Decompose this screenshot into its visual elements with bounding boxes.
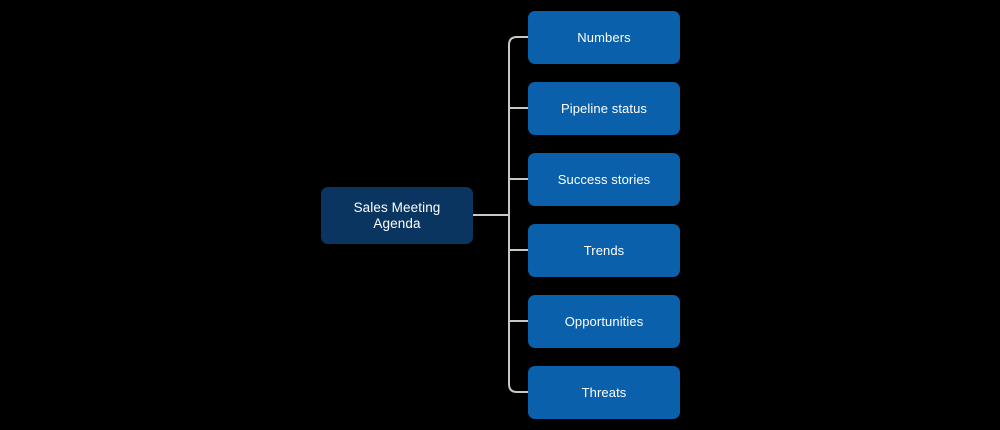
node-child-success-stories[interactable]: Success stories: [528, 153, 680, 206]
node-child-opportunities[interactable]: Opportunities: [528, 295, 680, 348]
node-child-label: Pipeline status: [560, 100, 648, 116]
connector-branch-1: [508, 36, 528, 46]
node-child-label: Opportunities: [564, 313, 644, 329]
node-child-numbers[interactable]: Numbers: [528, 11, 680, 64]
node-child-label: Numbers: [577, 29, 631, 45]
node-root-label-line-2: Agenda: [373, 215, 421, 231]
node-child-threats[interactable]: Threats: [528, 366, 680, 419]
node-child-trends[interactable]: Trends: [528, 224, 680, 277]
node-root-label-line-1: Sales Meeting: [353, 199, 441, 215]
node-child-pipeline-status[interactable]: Pipeline status: [528, 82, 680, 135]
node-child-label: Success stories: [557, 171, 651, 187]
connector-branch-6: [508, 383, 528, 393]
node-child-label: Threats: [581, 384, 627, 400]
node-child-label: Trends: [583, 242, 625, 258]
